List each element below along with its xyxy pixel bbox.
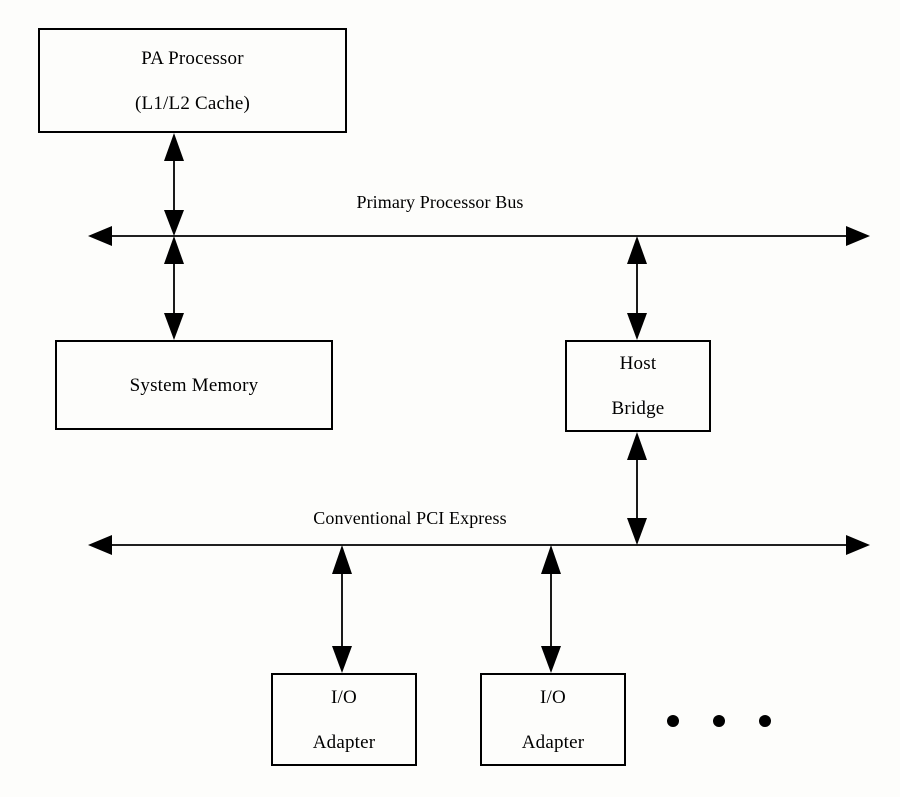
pci-express-bus-label: Conventional PCI Express [313,508,507,528]
ellipsis-dot [667,715,679,727]
primary-processor-bus-label: Primary Processor Bus [356,192,524,212]
io-adapter-2-label-line2: Adapter [521,731,585,753]
ellipsis-dot [759,715,771,727]
system-memory-label: System Memory [129,374,259,396]
io-adapter-1-label-line2: Adapter [312,731,376,753]
io-adapter-box-1: I/O Adapter [271,673,417,766]
host-bridge-label-line2: Bridge [611,398,665,419]
system-memory-box: System Memory [55,340,333,430]
connector-processor-to-bus [164,133,184,236]
connector-bus-to-system-memory [164,236,184,340]
processor-title: PA Processor [141,47,244,69]
processor-cache-label: (L1/L2 Cache) [135,92,250,114]
connector-host-bridge-to-pci [627,432,647,545]
connector-pci-to-io-adapter-1 [332,545,352,673]
primary-processor-bus-line [88,226,870,246]
pci-express-bus-line [88,535,870,555]
processor-box: PA Processor (L1/L2 Cache) [38,28,347,133]
host-bridge-box: Host Bridge [565,340,711,432]
io-adapter-1-label-line1: I/O [331,686,357,708]
connector-bus-to-host-bridge [627,236,647,340]
ellipsis-dot [713,715,725,727]
io-adapter-box-2: I/O Adapter [480,673,626,766]
io-adapter-2-label-line1: I/O [540,686,566,708]
connector-pci-to-io-adapter-2 [541,545,561,673]
host-bridge-label-line1: Host [619,353,657,374]
more-adapters-ellipsis [667,715,771,727]
